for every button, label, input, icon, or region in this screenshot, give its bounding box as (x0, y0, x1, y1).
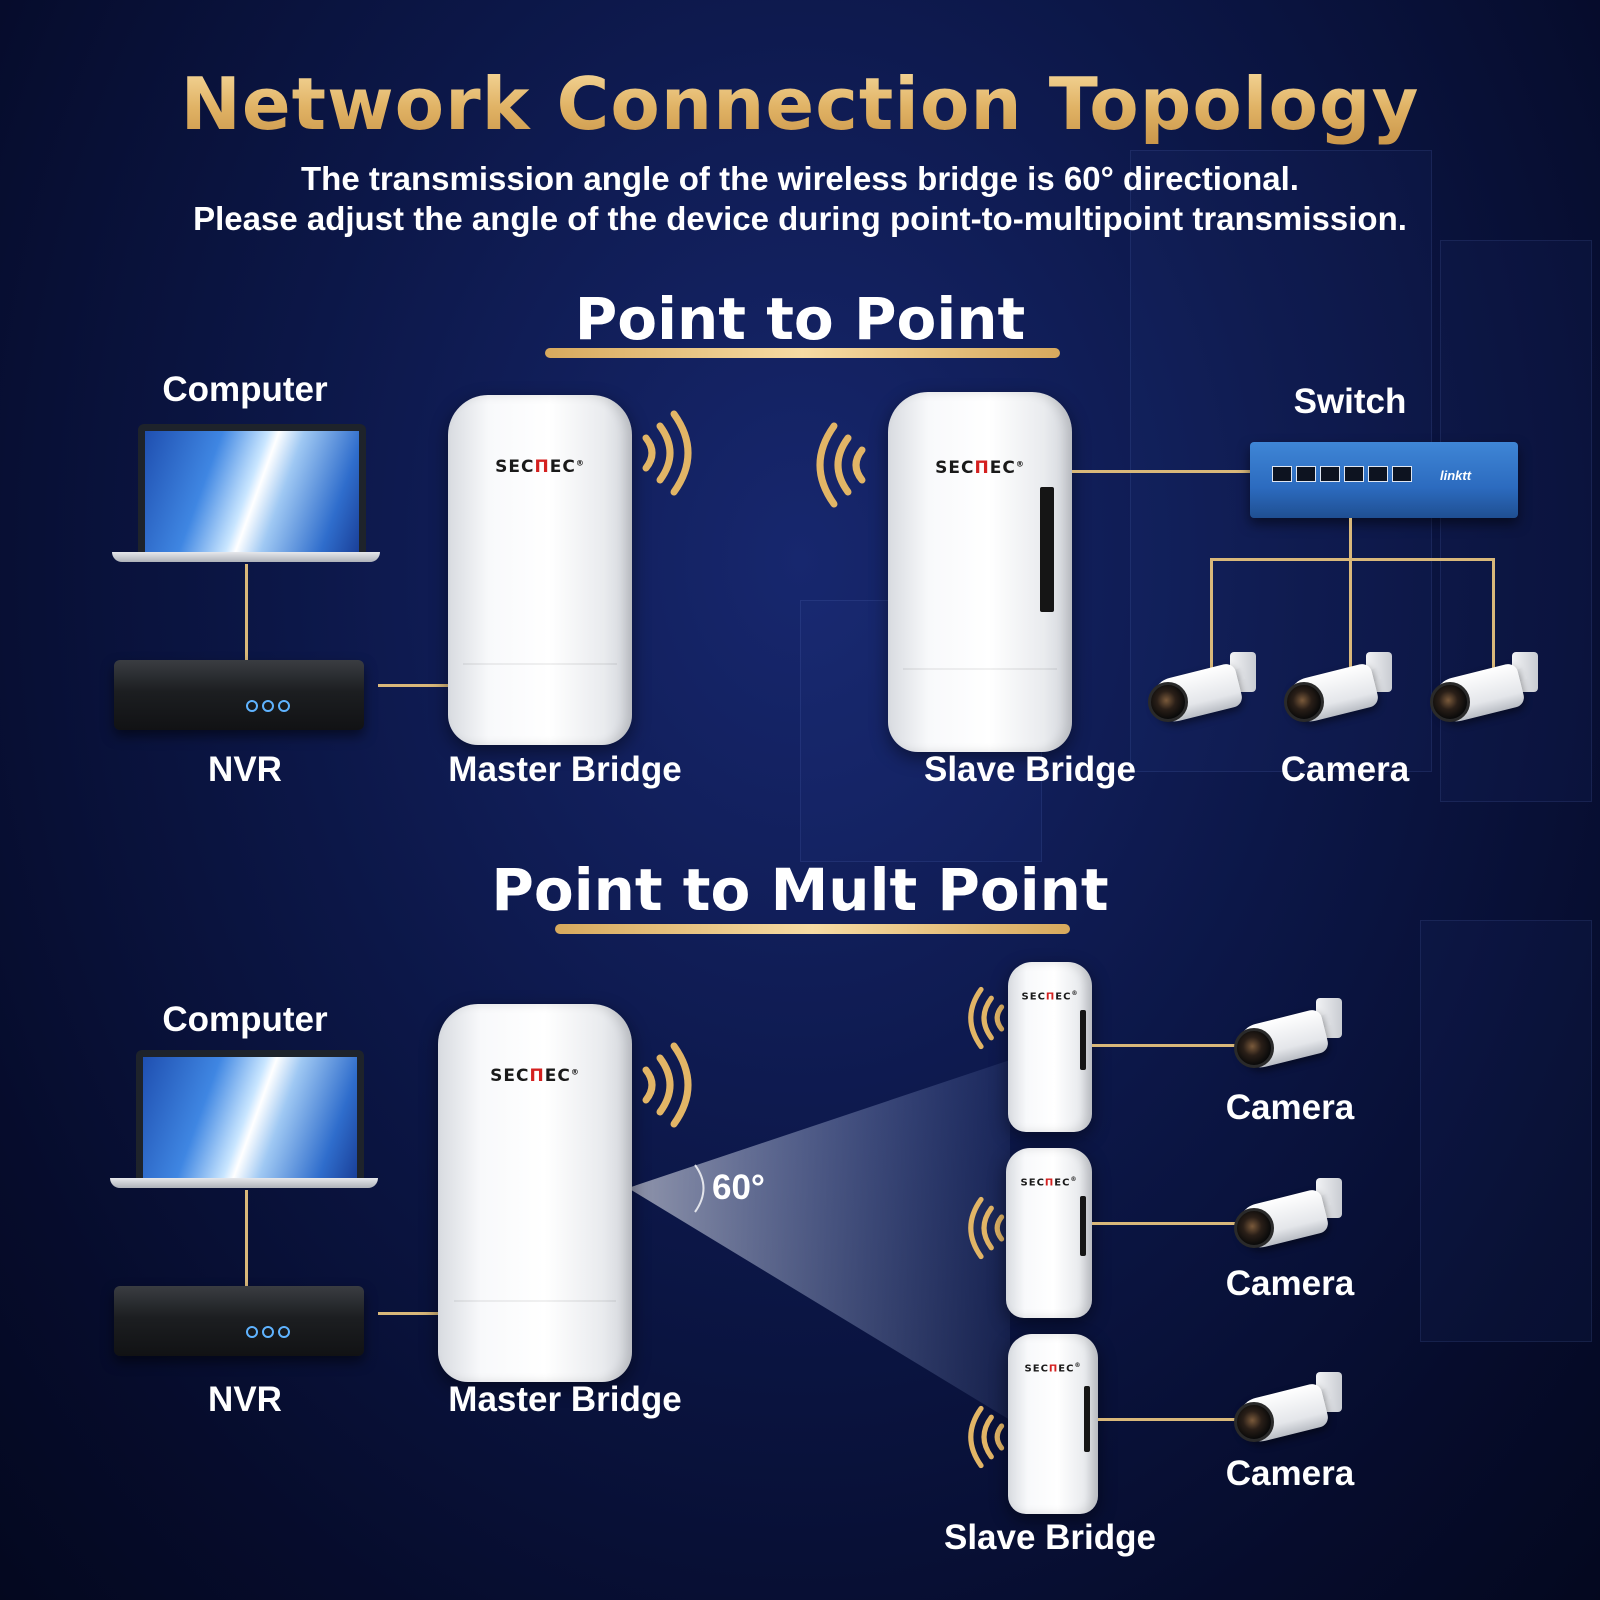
subtitle-line-1: The transmission angle of the wireless b… (301, 160, 1299, 197)
camera-icon (1232, 1178, 1350, 1258)
nvr-master-link (378, 1312, 438, 1315)
point-to-multipoint-underline (555, 924, 1070, 934)
camera-label: Camera (1225, 1454, 1355, 1493)
slave-bridge-icon: SECПEC® (888, 392, 1072, 752)
point-to-point-heading: Point to Point (574, 285, 1026, 353)
nvr-master-link (378, 684, 448, 687)
wifi-signal-icon (968, 986, 1005, 1050)
page-title: Network Connection Topology (0, 62, 1600, 146)
slave-camera-link (1098, 1418, 1242, 1421)
nvr-icon (114, 660, 364, 730)
slave-bridge-icon: SECПEC® (1006, 1148, 1092, 1318)
camera-label: Camera (1225, 1264, 1355, 1303)
point-to-multipoint-heading: Point to Mult Point (491, 856, 1109, 924)
subtitle-line-2: Please adjust the angle of the device du… (193, 200, 1407, 237)
camera-label: Camera (1280, 750, 1410, 789)
slave-camera-link (1092, 1222, 1242, 1225)
computer-nvr-link (245, 564, 248, 662)
master-bridge-icon: SECПEC® (448, 395, 632, 745)
nvr-icon (114, 1286, 364, 1356)
switch-camera-trunk (1349, 518, 1352, 678)
slave-bridge-icon: SECПEC® (1008, 1334, 1098, 1514)
slave-bridge-icon: SECПEC® (1008, 962, 1092, 1132)
switch-camera-drop (1210, 558, 1213, 678)
point-to-point-underline (545, 348, 1060, 358)
slave-switch-link (1072, 470, 1252, 473)
wifi-signal-icon (642, 410, 692, 496)
wifi-signal-icon (968, 1405, 1005, 1469)
slave-bridge-label: Slave Bridge (943, 1518, 1157, 1557)
computer-label: Computer (162, 370, 328, 409)
switch-camera-bus (1210, 558, 1495, 561)
master-bridge-label: Master Bridge (448, 1380, 682, 1419)
computer-label: Computer (162, 1000, 328, 1039)
switch-brand-logo: linktt (1440, 468, 1472, 483)
wifi-signal-icon (642, 1042, 692, 1128)
wifi-signal-icon (816, 422, 866, 508)
angle-label: 60° (712, 1168, 765, 1207)
switch-camera-drop (1492, 558, 1495, 678)
bg-building (1420, 920, 1592, 1342)
slave-bridge-label: Slave Bridge (923, 750, 1137, 789)
camera-icon (1146, 652, 1264, 732)
camera-icon (1282, 652, 1400, 732)
computer-nvr-link (245, 1190, 248, 1288)
switch-icon: linktt (1250, 442, 1518, 518)
wifi-signal-icon (968, 1196, 1005, 1260)
slave-camera-link (1092, 1044, 1242, 1047)
switch-label: Switch (1293, 382, 1407, 421)
camera-label: Camera (1225, 1088, 1355, 1127)
camera-icon (1232, 998, 1350, 1078)
nvr-label: NVR (208, 750, 282, 789)
nvr-label: NVR (208, 1380, 282, 1419)
master-bridge-icon: SECПEC® (438, 1004, 632, 1382)
master-bridge-label: Master Bridge (448, 750, 682, 789)
camera-icon (1428, 652, 1546, 732)
camera-icon (1232, 1372, 1350, 1452)
